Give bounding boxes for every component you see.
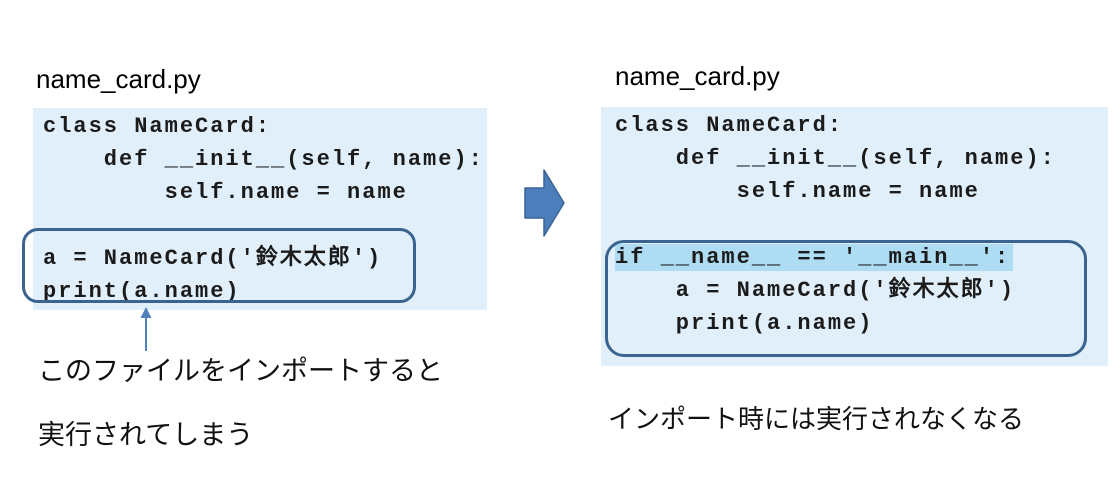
- left-code-block: class NameCard: def __init__(self, name)…: [33, 108, 487, 310]
- left-callout-text: このファイルをインポートすると 実行されてしまう: [38, 355, 443, 451]
- left-highlight-box: [22, 228, 416, 303]
- code-line: def __init__(self, name):: [43, 147, 484, 172]
- code-line: a = NameCard('鈴木太郎'): [43, 246, 383, 271]
- code-line: self.name = name: [615, 179, 980, 204]
- code-line-blank: [615, 208, 1108, 241]
- code-line: class NameCard:: [43, 114, 272, 139]
- transform-arrow-icon: [524, 169, 565, 237]
- code-line: self.name = name: [43, 180, 408, 205]
- code-line-highlighted: if __name__ == '__main__':: [615, 241, 1108, 274]
- right-file-title: name_card.py: [615, 61, 780, 91]
- code-line: class NameCard:: [615, 113, 844, 138]
- callout-arrow-icon: [140, 307, 152, 351]
- right-highlight-box: [605, 240, 1087, 357]
- right-code-block: class NameCard: def __init__(self, name)…: [601, 107, 1108, 366]
- left-file-title: name_card.py: [36, 64, 201, 94]
- right-caption: インポート時には実行されなくなる: [608, 404, 1025, 434]
- code-line: a = NameCard('鈴木太郎'): [615, 278, 1016, 303]
- code-line: print(a.name): [43, 279, 241, 304]
- code-line: def __init__(self, name):: [615, 146, 1056, 171]
- callout-line1: このファイルをインポートすると: [38, 356, 443, 386]
- highlighted-code: if __name__ == '__main__':: [615, 244, 1014, 271]
- callout-line2: 実行されてしまう: [38, 420, 254, 450]
- code-line: print(a.name): [615, 311, 874, 336]
